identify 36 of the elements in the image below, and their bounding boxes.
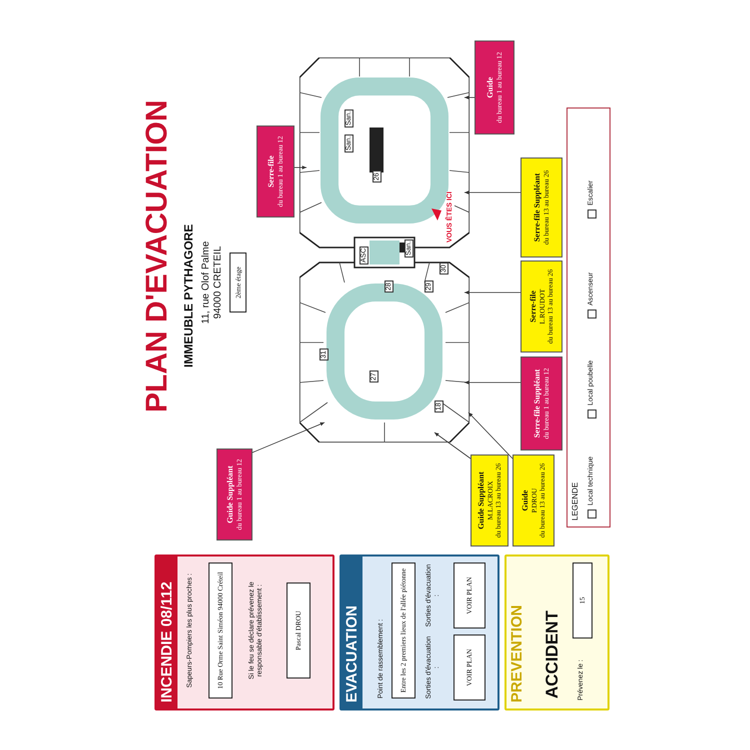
callout-text: Serre-file bbox=[266, 156, 276, 188]
role-callout bbox=[470, 454, 508, 546]
page-title: PLAN D'EVACUATION bbox=[140, 98, 174, 412]
callout-text: Guide bbox=[520, 490, 530, 511]
panel-heading: EVACUATION bbox=[342, 556, 362, 708]
floor-plan-drawing bbox=[300, 58, 470, 442]
callout-text: Guide bbox=[486, 77, 496, 98]
role-callout bbox=[216, 448, 252, 540]
leader-line bbox=[294, 166, 307, 170]
info-panel bbox=[504, 554, 610, 710]
leader-line bbox=[252, 422, 325, 453]
leader-line bbox=[464, 380, 521, 384]
leader-line bbox=[464, 290, 521, 294]
role-callout bbox=[512, 454, 554, 546]
role-callout bbox=[520, 356, 562, 450]
panel-heading: INCENDIE 08/112 bbox=[156, 556, 178, 708]
leader-line bbox=[434, 432, 471, 459]
callout-text: Guide Suppléant bbox=[476, 472, 486, 530]
role-callout bbox=[520, 260, 562, 352]
role-callout bbox=[256, 126, 294, 218]
callout-text: Serre-file Suppléant bbox=[532, 173, 542, 242]
role-callout bbox=[474, 40, 514, 134]
panel-heading: PREVENTION bbox=[508, 604, 526, 704]
info-text: IMMEUBLE PYTHAGORE bbox=[182, 223, 196, 368]
leader-line bbox=[468, 412, 513, 459]
info-text: ACCIDENT bbox=[542, 610, 562, 698]
callout-text: Guide Suppléant bbox=[226, 466, 236, 524]
info-text: LEGENDE bbox=[570, 481, 580, 520]
leader-line bbox=[464, 96, 475, 100]
leader-line bbox=[464, 190, 521, 194]
callout-text: Serre-file bbox=[528, 290, 538, 322]
role-callout bbox=[520, 158, 562, 258]
callout-text: Serre-file Suppléant bbox=[532, 369, 542, 438]
info-panel bbox=[340, 554, 500, 710]
info-text: 11, rue Olof Palme 94000 CRETEIL bbox=[200, 240, 224, 326]
info-panel bbox=[154, 554, 334, 710]
